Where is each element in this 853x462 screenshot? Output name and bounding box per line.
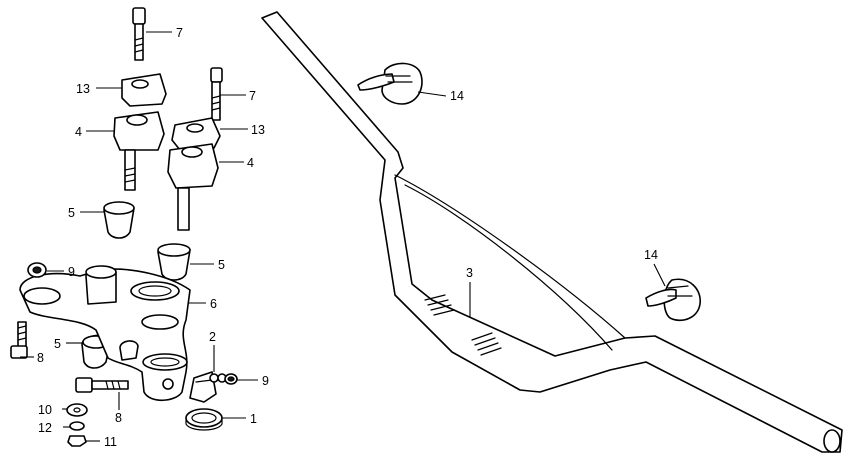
callout-5-lower: 5 [54, 337, 61, 351]
nut-11 [67, 435, 87, 447]
callout-8-left: 8 [37, 351, 44, 365]
callout-10: 10 [38, 403, 52, 417]
callout-7-upper-right: 7 [249, 89, 256, 103]
callout-5-upper: 5 [68, 206, 75, 220]
washer-9-upper [27, 262, 47, 278]
cushion-middle [157, 243, 191, 281]
callout-13-left: 13 [76, 82, 90, 96]
washer-10 [66, 403, 88, 417]
lock-washer-12 [69, 421, 85, 431]
callout-12: 12 [38, 421, 52, 435]
callout-5-middle: 5 [218, 258, 225, 272]
leader-lines [20, 31, 666, 442]
holder-cap-left [121, 73, 167, 107]
callout-6: 6 [210, 297, 217, 311]
bolt-8-left [10, 321, 28, 359]
callout-8-lower: 8 [115, 411, 122, 425]
bolt-2-pins [209, 373, 227, 383]
handlebar-holder-left [113, 111, 165, 191]
callout-9-lower: 9 [262, 374, 269, 388]
callout-11: 11 [104, 435, 117, 449]
handlebar-knurl-lower [471, 332, 502, 356]
callout-4-left: 4 [75, 125, 82, 139]
callout-2: 2 [209, 330, 216, 344]
cushion-upper [103, 201, 135, 239]
callout-13-right: 13 [251, 123, 265, 137]
callout-14-upper: 14 [450, 89, 464, 103]
bolt-upper-right [210, 67, 223, 121]
cable-clamp-lower [645, 278, 701, 322]
callout-7-upper-left: 7 [176, 26, 183, 40]
bolt-upper-left [132, 7, 146, 61]
seal-ring-1 [185, 408, 223, 431]
bolt-8-lower [75, 377, 129, 393]
callout-1: 1 [250, 412, 257, 426]
top-bridge [19, 265, 191, 402]
cable-clamp-upper [357, 62, 423, 105]
callout-14-lower: 14 [644, 248, 658, 262]
washer-9-lower [224, 373, 238, 385]
callout-3: 3 [466, 266, 473, 280]
callout-labels: 7 13 4 7 13 4 5 5 9 6 5 8 8 2 9 1 10 12 … [37, 26, 658, 449]
handlebar [261, 11, 843, 453]
callout-9-upper: 9 [68, 265, 75, 279]
handlebar-holder-right [167, 143, 219, 231]
callout-4-right: 4 [247, 156, 254, 170]
holder-cap-right [171, 117, 221, 151]
handlebar-knurl-upper [424, 294, 455, 316]
